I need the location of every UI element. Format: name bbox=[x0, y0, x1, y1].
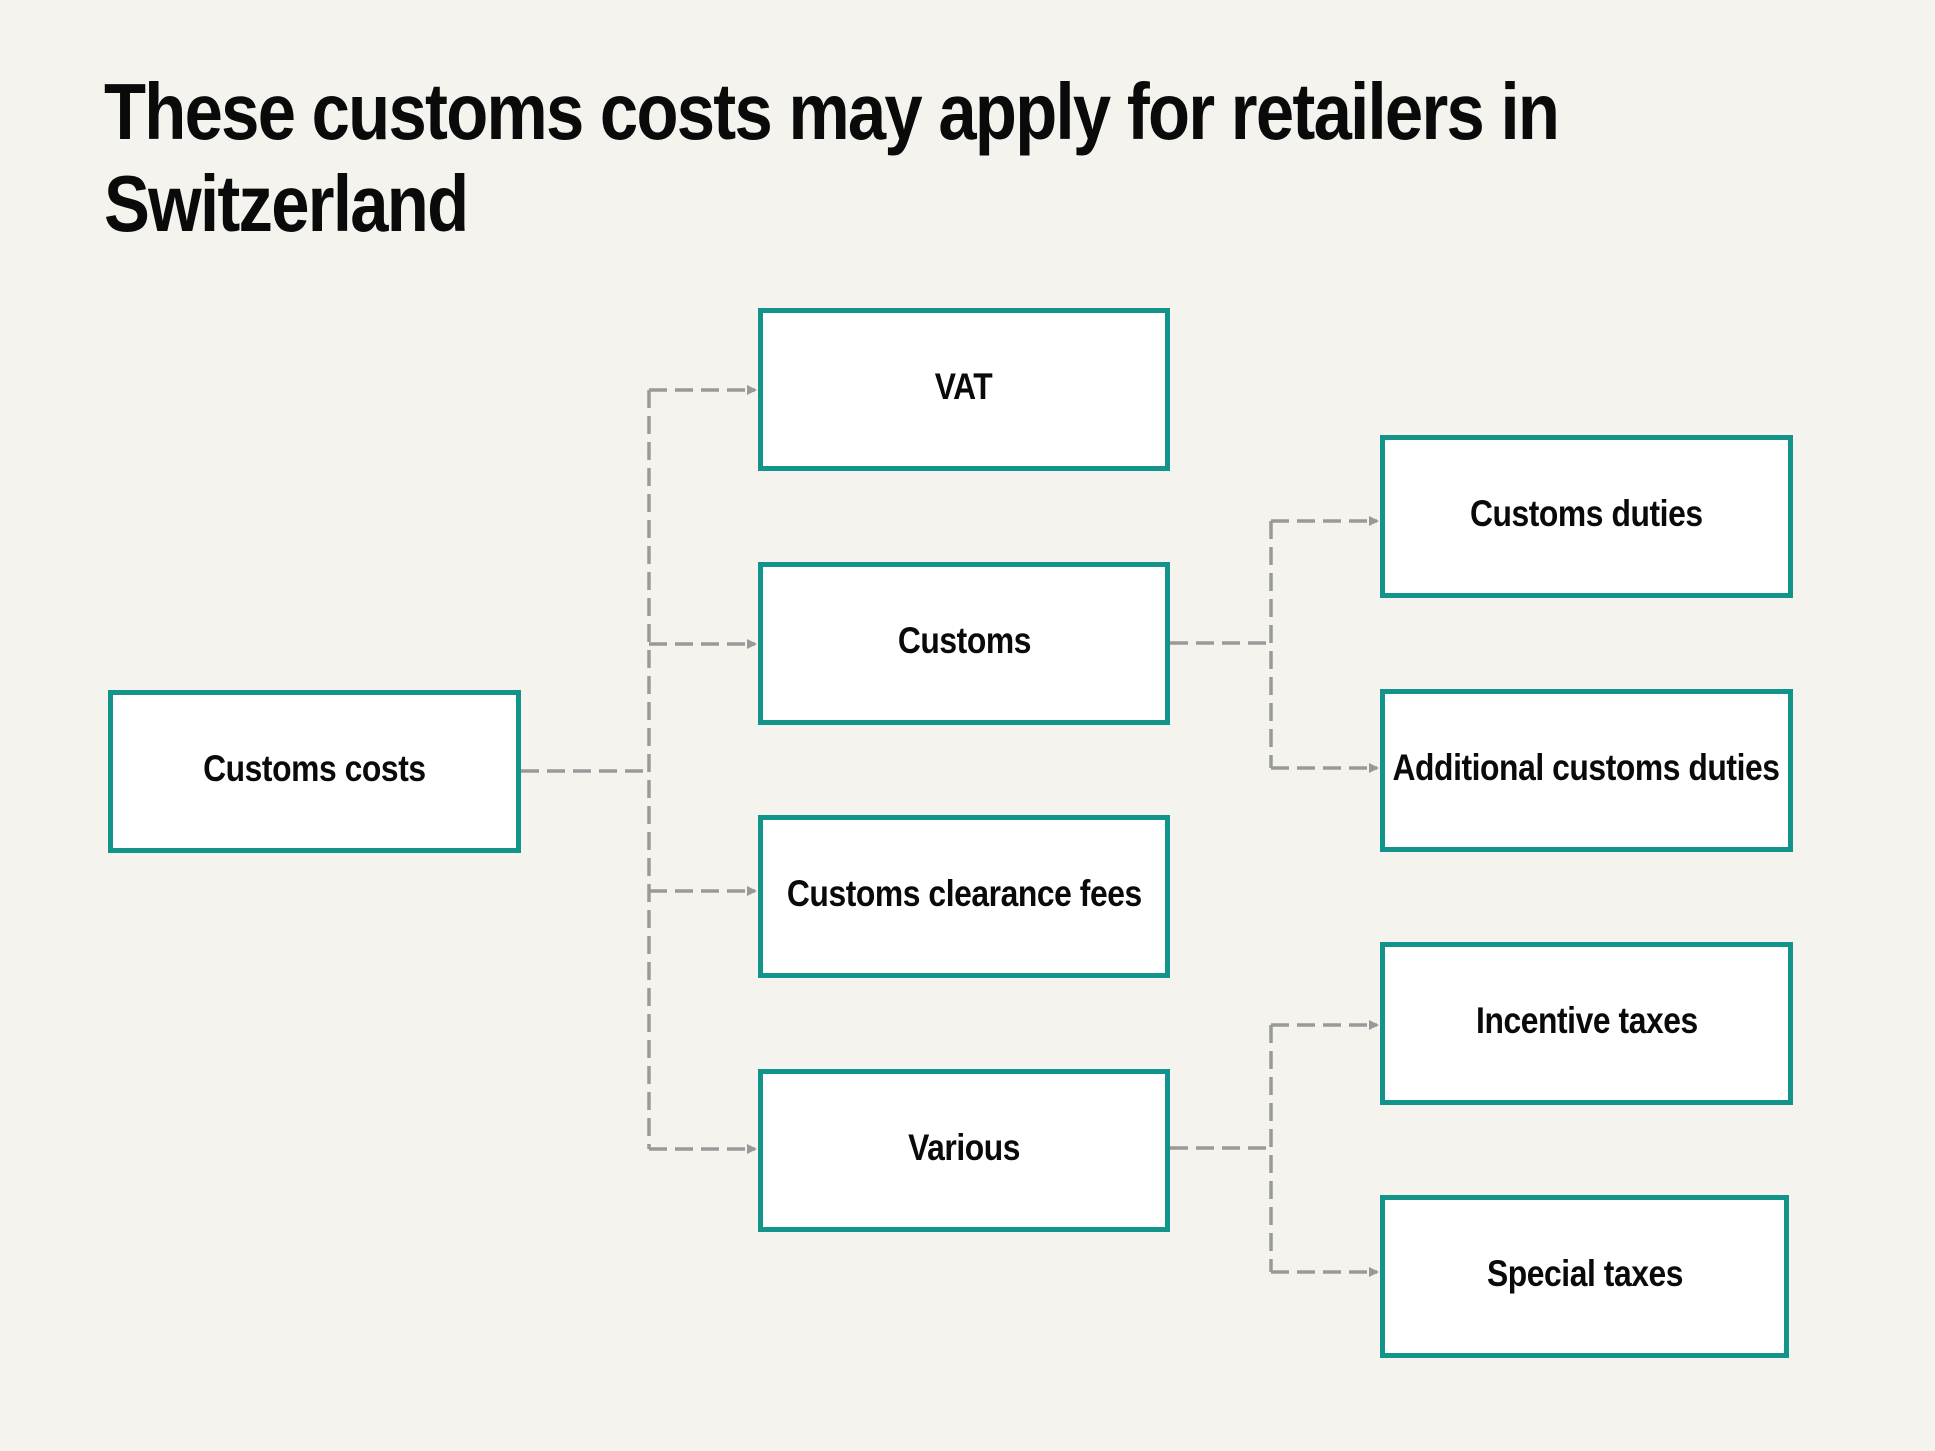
node-customs-clearance-fees: Customs clearance fees bbox=[758, 815, 1170, 978]
node-label: Customs clearance fees bbox=[786, 872, 1142, 914]
node-incentive-taxes: Incentive taxes bbox=[1380, 942, 1793, 1105]
node-label: VAT bbox=[935, 365, 993, 407]
node-label: Customs costs bbox=[203, 747, 426, 789]
node-label: Various bbox=[908, 1126, 1020, 1168]
node-vat: VAT bbox=[758, 308, 1170, 471]
node-customs-duties: Customs duties bbox=[1380, 435, 1793, 598]
node-customs-costs: Customs costs bbox=[108, 690, 521, 853]
node-label: Customs bbox=[897, 619, 1031, 661]
node-label: Additional customs duties bbox=[1392, 746, 1781, 788]
node-label: Customs duties bbox=[1470, 492, 1703, 534]
node-label: Incentive taxes bbox=[1475, 999, 1698, 1041]
page-title: These customs costs may apply for retail… bbox=[104, 67, 1560, 248]
node-label: Special taxes bbox=[1486, 1252, 1683, 1294]
node-additional-customs-duties: Additional customs duties bbox=[1380, 689, 1793, 852]
node-various: Various bbox=[758, 1069, 1170, 1232]
node-customs: Customs bbox=[758, 562, 1170, 725]
node-special-taxes: Special taxes bbox=[1380, 1195, 1789, 1358]
